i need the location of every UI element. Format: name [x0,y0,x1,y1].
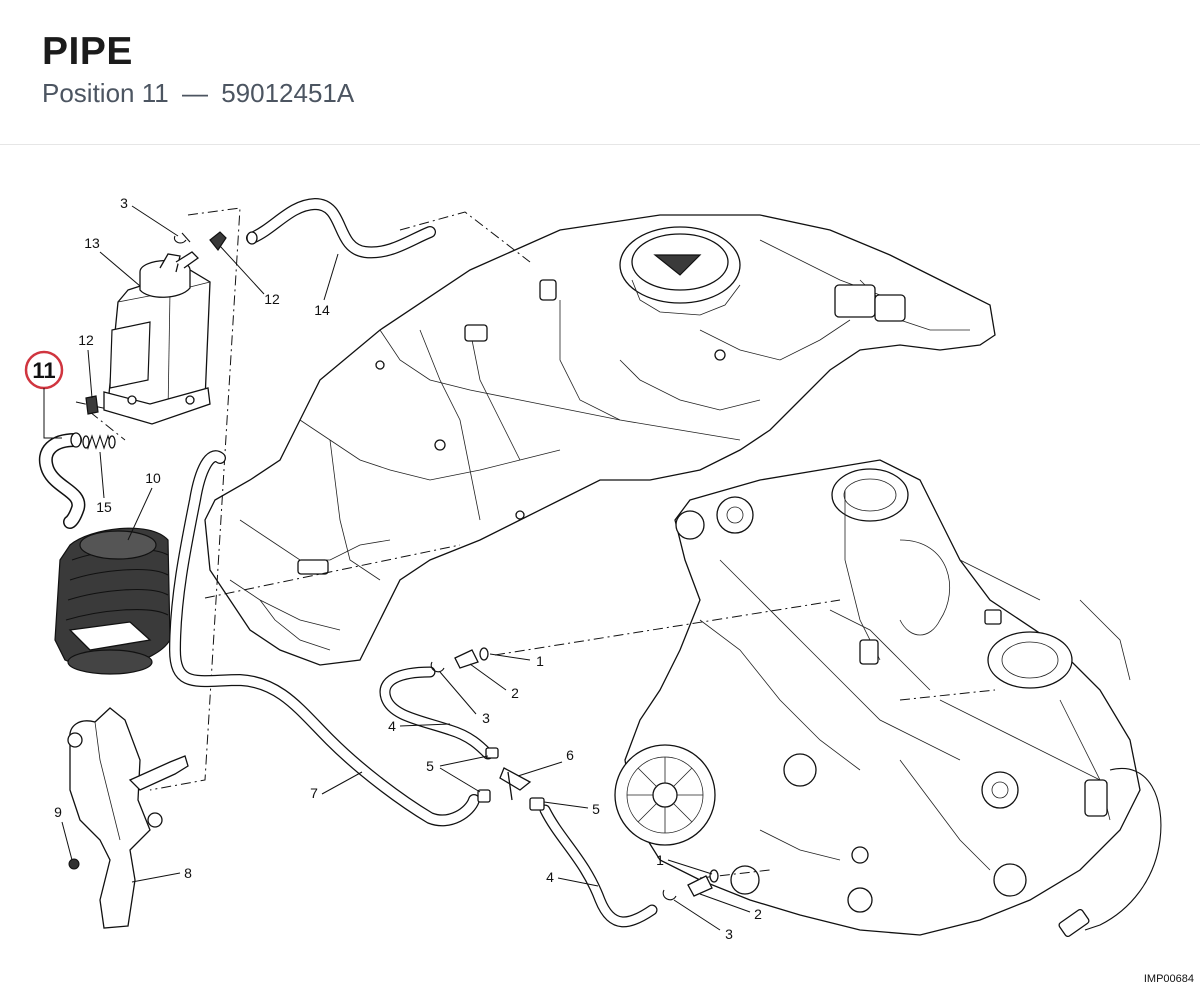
highlight-callout-11[interactable]: 11 [24,350,64,439]
hose-4-lower [539,804,658,928]
hose-clips [85,231,227,415]
callout-5-right: 5 [592,801,600,817]
callout-5-left: 5 [426,758,434,774]
callout-2-upper: 2 [511,685,519,701]
screw-9 [68,858,80,870]
callout-3-mid: 3 [482,710,490,726]
evap-canister [103,251,211,425]
callout-8: 8 [184,865,192,881]
callout-13: 13 [84,235,100,251]
callout-7: 7 [310,785,318,801]
callout-9: 9 [54,804,62,820]
hose-4-upper [379,666,494,760]
spring-15 [82,434,116,450]
hose-7 [168,450,480,827]
pipe-11 [39,432,86,529]
bracket-8 [67,707,189,929]
callout-6: 6 [566,747,574,763]
page-title: PIPE [42,30,133,73]
callout-14: 14 [314,302,330,318]
reference-lines [75,207,996,879]
callout-2-lower: 2 [754,906,762,922]
callout-15: 15 [96,499,112,515]
position-label: Position 11 [42,78,169,108]
part-number: 59012451A [221,78,355,108]
engine-block [614,459,1162,938]
callout-12-left: 12 [78,332,94,348]
fittings [430,647,719,901]
callout-1-lower: 1 [656,852,664,868]
part-subtitle: Position 11 — 59012451A [42,78,354,109]
callout-4-upper: 4 [388,718,396,734]
fuel-tank [204,214,996,666]
callout-12-right: 12 [264,291,280,307]
callout-1-upper: 1 [536,653,544,669]
image-code: IMP00684 [1143,973,1194,985]
callout-11-label: 11 [32,358,55,383]
callout-labels: 3 13 12 14 12 15 10 1 2 3 4 5 6 7 5 9 [54,195,762,942]
page-header: PIPE Position 11 — 59012451A [0,0,1200,145]
intake-boot-10 [54,527,171,675]
callout-3-top: 3 [120,195,128,211]
separator: — [181,78,208,108]
callout-4-lower: 4 [546,869,554,885]
callout-10: 10 [145,470,161,486]
callout-3-bottom: 3 [725,926,733,942]
hose-14 [246,197,436,259]
